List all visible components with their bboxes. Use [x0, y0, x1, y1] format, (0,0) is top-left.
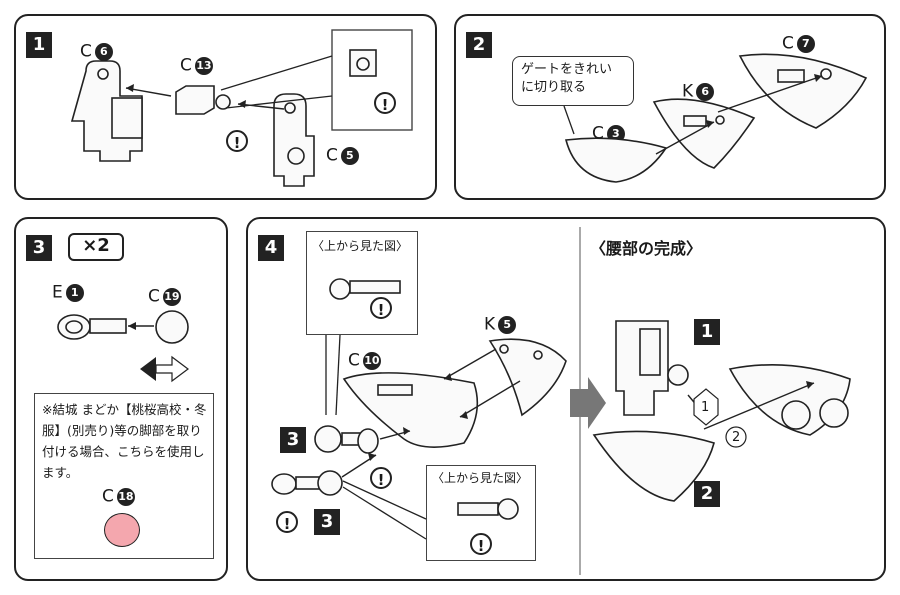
step-ref-1: 1: [694, 319, 720, 345]
top-view-title: 〈上から見た図〉: [312, 239, 409, 253]
panel3-drawing: [57, 310, 189, 383]
warning-icon: !: [226, 130, 248, 152]
quantity-badge: ×2: [68, 233, 124, 261]
step-number-1: 1: [26, 32, 52, 58]
pink-part-c18: [104, 513, 140, 547]
note-text: ※結城 まどか【桃桜高校・冬服】(別売り)等の脚部を取り付ける場合、こちらを使用…: [42, 402, 207, 480]
step-number-4: 4: [258, 235, 284, 261]
step-ref-2: 2: [694, 481, 720, 507]
warning-icon: !: [370, 297, 392, 319]
top-view-title: 〈上から見た図〉: [432, 471, 529, 485]
note-box: [34, 393, 214, 559]
instruction-bubble: ゲートをきれい に切り取る: [512, 56, 634, 106]
step-number-2: 2: [466, 32, 492, 58]
panel1-drawing: [70, 29, 413, 187]
panel4-drawing: [271, 227, 851, 575]
circled-ref-1: 1: [701, 400, 710, 415]
step-ref-3: 3: [314, 509, 340, 535]
circled-ref-2: 2: [732, 430, 741, 445]
completion-title: 〈腰部の完成〉: [590, 239, 703, 258]
step-number-3: 3: [26, 235, 52, 261]
warning-icon: !: [370, 467, 392, 489]
panel2-drawing: [563, 53, 868, 183]
warning-icon: !: [276, 511, 298, 533]
step-ref-3: 3: [280, 427, 306, 453]
warning-icon: !: [470, 533, 492, 555]
warning-icon: !: [374, 92, 396, 114]
